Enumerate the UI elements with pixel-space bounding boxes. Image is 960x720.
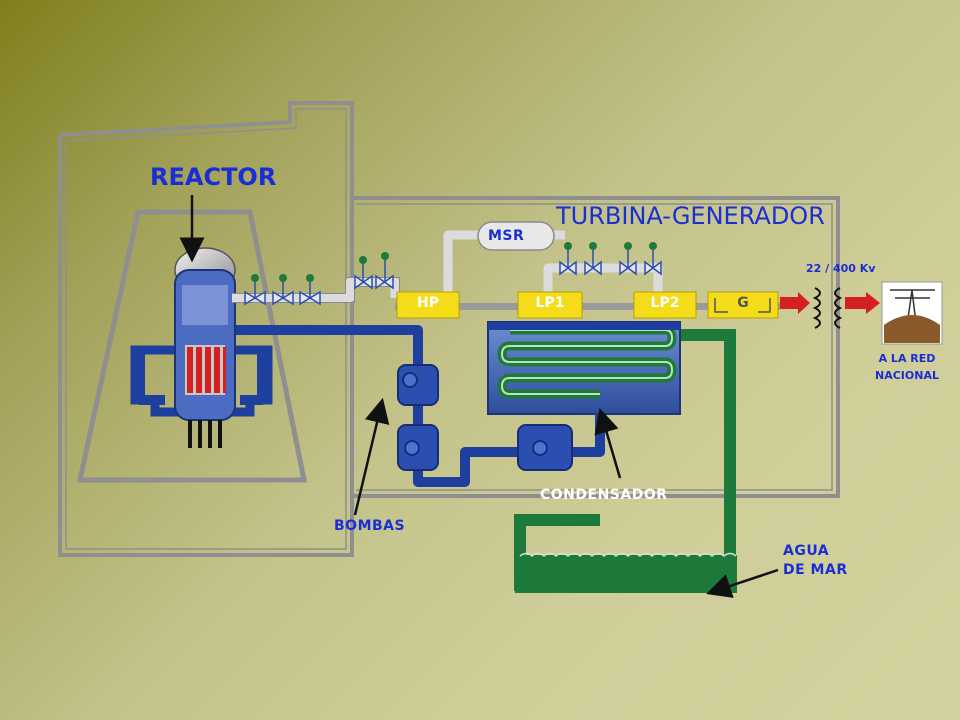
containment-trapezoid — [76, 209, 308, 483]
turbine-generator-label: TURBINA-GENERADOR — [556, 202, 825, 230]
valve — [375, 252, 394, 290]
condenser-label: CONDENSADOR — [540, 487, 668, 503]
sea-water-loop — [514, 329, 737, 593]
valve — [619, 242, 637, 276]
msr-vessel — [477, 221, 555, 251]
seawater-label: AGUA DE MAR — [783, 542, 848, 580]
reactor-vessel — [174, 247, 236, 448]
valve — [644, 242, 662, 276]
msr-label: MSR — [488, 228, 525, 244]
power-tower-icon — [881, 281, 943, 345]
pumps — [397, 364, 573, 471]
valve — [584, 242, 602, 276]
pumps-label: BOMBAS — [334, 518, 406, 534]
turbine-train — [395, 291, 780, 319]
seawater-label-line2: DE MAR — [783, 562, 848, 578]
grid-label: A LA RED NACIONAL — [852, 350, 960, 384]
valve — [299, 274, 321, 306]
valve — [354, 256, 373, 290]
lp1-label: LP1 — [535, 295, 565, 311]
reactor-building-outline — [58, 101, 840, 557]
seawater-label-line1: AGUA — [783, 543, 830, 559]
power-arrows — [780, 292, 880, 314]
primary-loops — [130, 345, 273, 417]
transformer — [812, 287, 843, 329]
voltage-label: 22 / 400 Kv — [806, 262, 876, 275]
pointer-arrows — [179, 195, 779, 598]
generator-label: G — [737, 295, 749, 311]
hp-label: HP — [417, 295, 439, 311]
reactor-label: REACTOR — [150, 163, 277, 191]
valve — [559, 242, 577, 276]
condenser — [487, 321, 681, 415]
valves — [244, 242, 662, 306]
grid-label-line2: NACIONAL — [875, 369, 939, 382]
grid-label-line1: A LA RED — [878, 352, 936, 365]
lp2-label: LP2 — [650, 295, 680, 311]
valve — [272, 274, 294, 306]
valve — [244, 274, 266, 306]
